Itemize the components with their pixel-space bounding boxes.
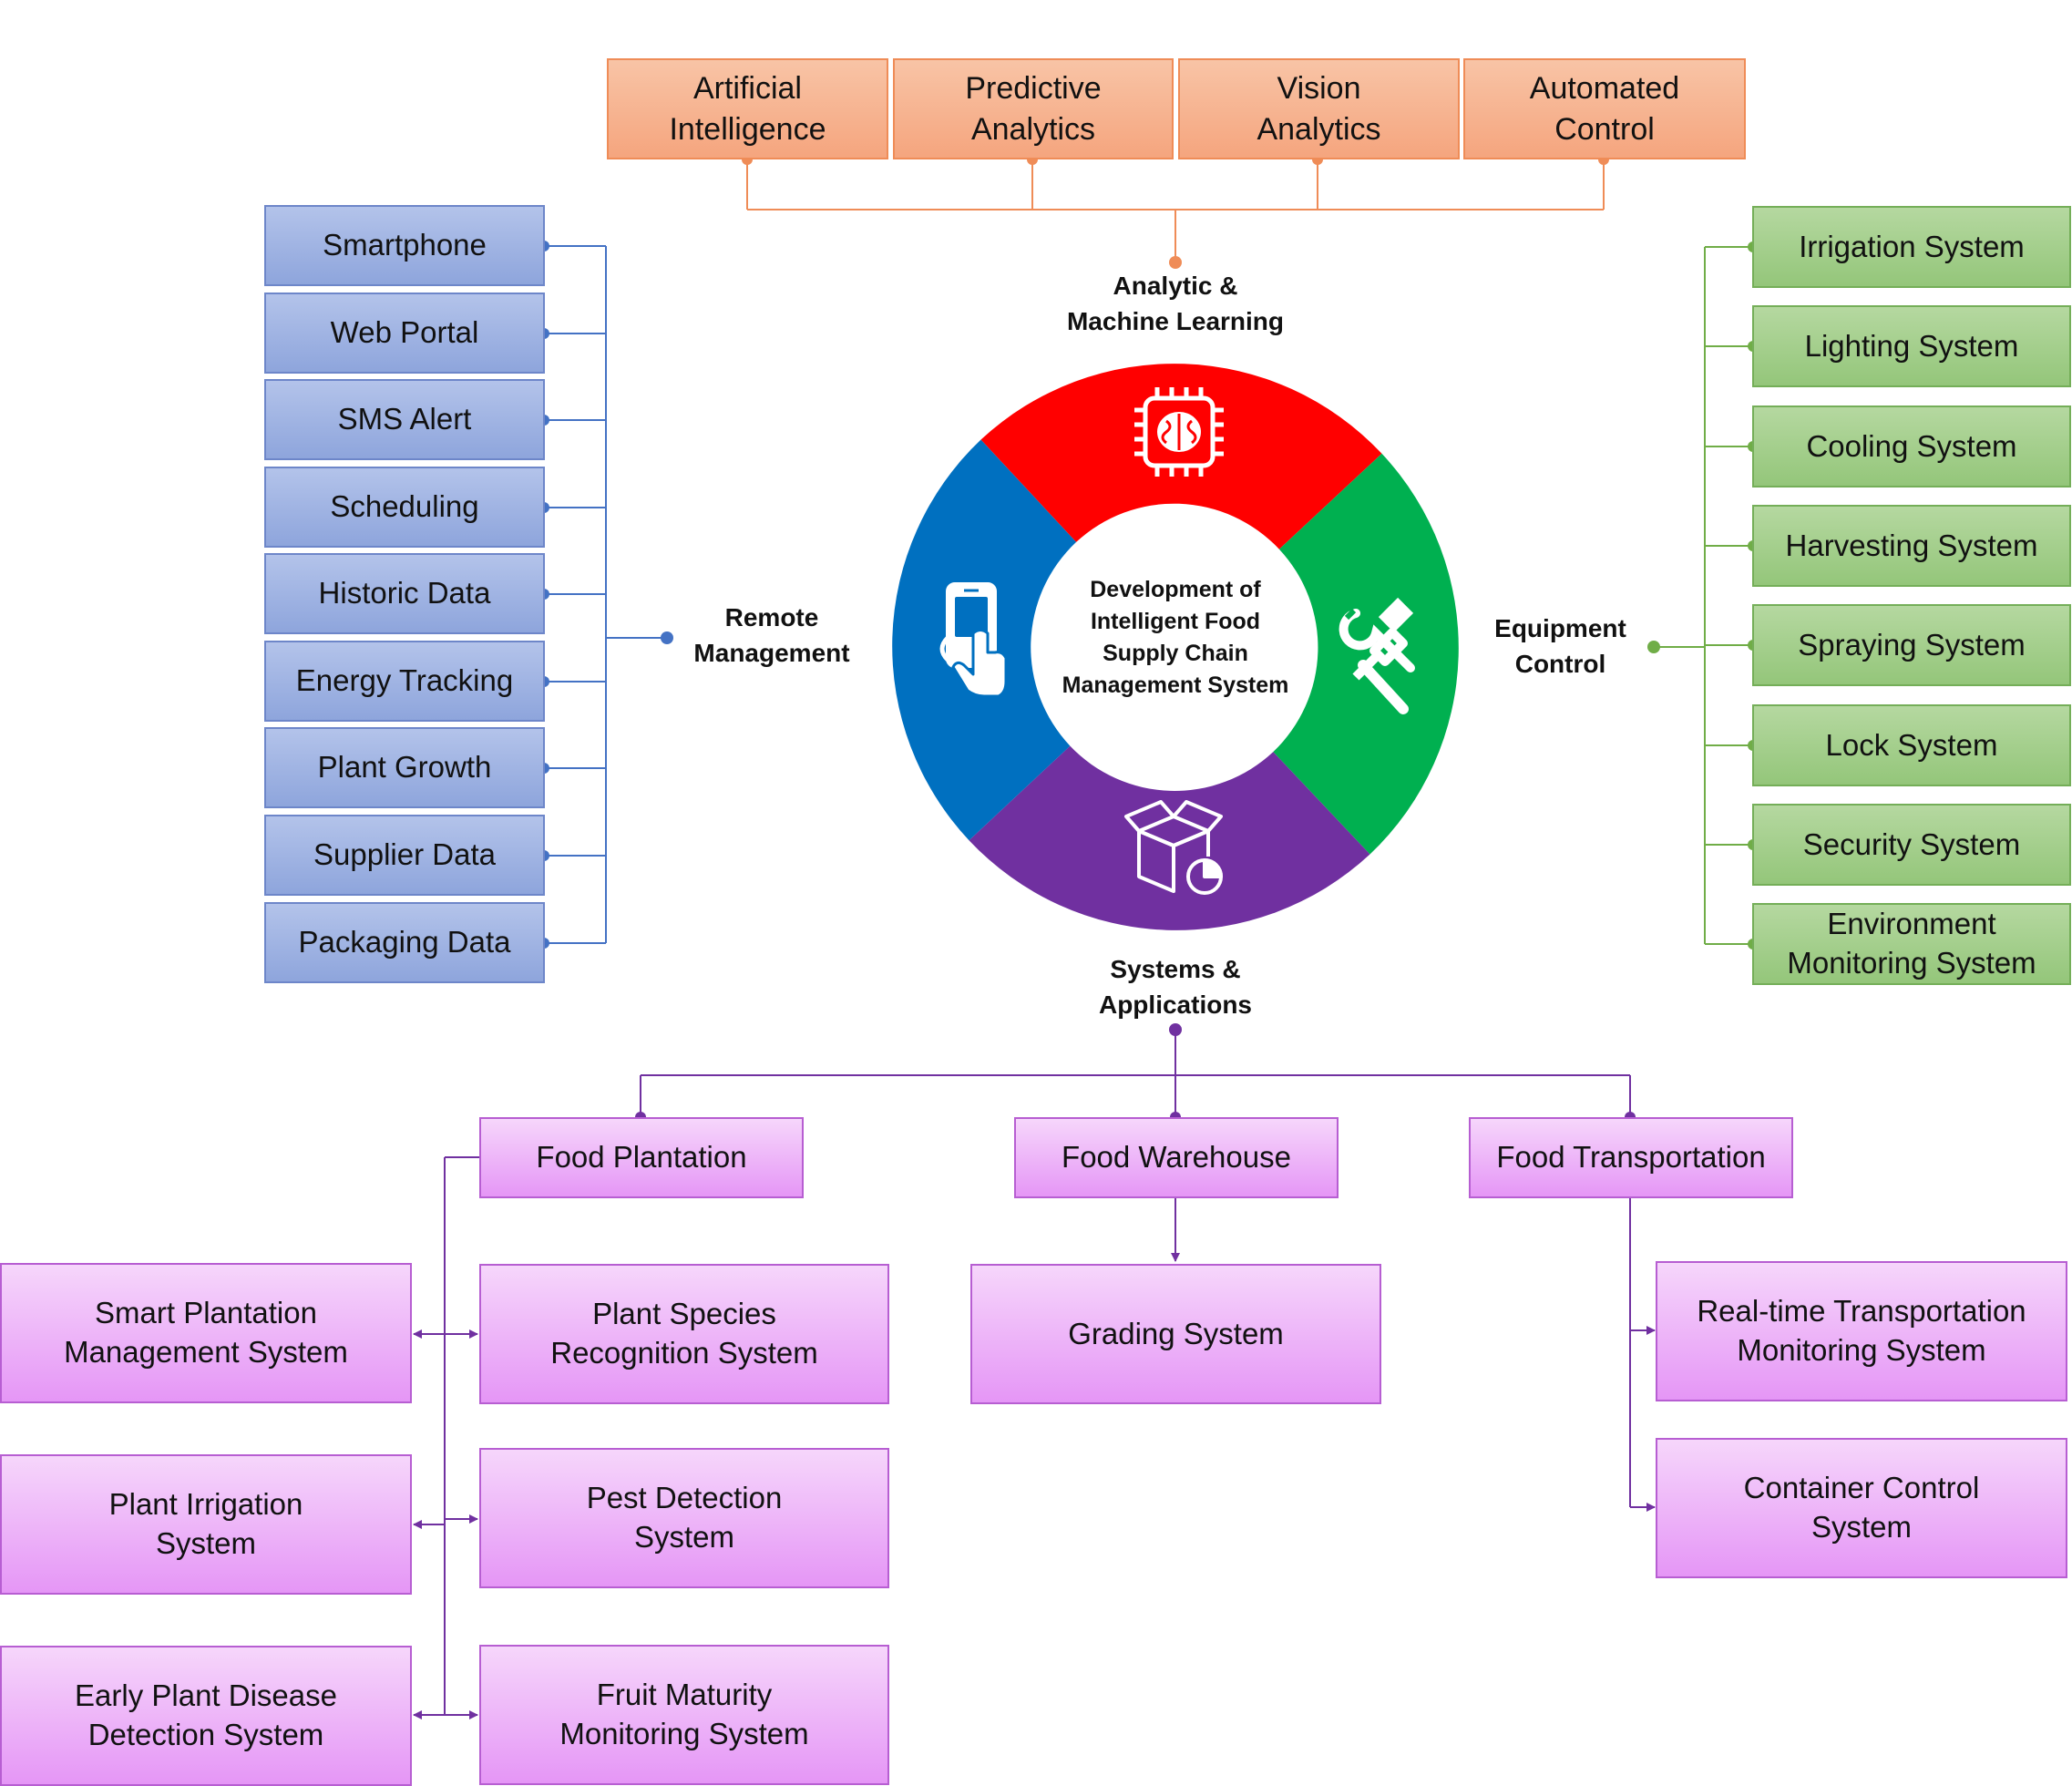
analytics-connectors [746,159,1605,262]
header-equipment: Equipment Control [1494,614,1626,679]
equipment-item: Spraying System [1752,604,2071,686]
analytics-item: Vision Analytics [1178,58,1460,159]
warehouse-item: Grading System [970,1264,1381,1404]
remote-item: Historic Data [264,553,545,634]
plantation-right-item: Pest Detection System [479,1448,889,1588]
ring-segment-systems [969,745,1370,930]
ring-segment-equipment [1273,453,1459,855]
ring-center [1033,505,1318,789]
remote-item: Smartphone [264,205,545,286]
transportation-item: Container Control System [1656,1438,2067,1578]
header-remote: Remote Management [693,603,850,668]
plantation-left-item: Smart Plantation Management System [0,1263,412,1403]
remote-item: Scheduling [264,467,545,548]
equipment-dots [1647,241,1759,949]
remote-item: Supplier Data [264,815,545,896]
remote-item: Web Portal [264,293,545,374]
plantation-left-item: Plant Irrigation System [0,1454,412,1595]
remote-item: Packaging Data [264,902,545,983]
ring [892,364,1459,930]
equipment-item: Lighting System [1752,305,2071,387]
remote-connectors [544,245,667,944]
equipment-item: Irrigation System [1752,206,2071,288]
analytics-item: Artificial Intelligence [607,58,888,159]
remote-item: Plant Growth [264,727,545,808]
food-warehouse-box: Food Warehouse [1014,1117,1339,1198]
systems-connectors [413,1030,1656,1719]
transportation-item: Real-time Transportation Monitoring Syst… [1656,1261,2067,1401]
box-chart-icon [1124,800,1223,895]
brain-chip-icon [1134,387,1224,477]
analytics-item: Predictive Analytics [893,58,1174,159]
ring-segment-analytics [980,364,1382,549]
systems-dots [635,1023,1636,1123]
plantation-left-item: Early Plant Disease Detection System [0,1646,412,1786]
equipment-item: Environment Monitoring System [1752,903,2071,985]
equipment-item: Harvesting System [1752,505,2071,587]
header-analytics: Analytic & Machine Learning [1066,272,1285,336]
center-title: Development of Intelligent Food Supply C… [1062,577,1289,698]
food-plantation-box: Food Plantation [479,1117,804,1198]
remote-item: SMS Alert [264,379,545,460]
hand-phone-icon [939,582,1008,698]
analytics-item: Automated Control [1463,58,1746,159]
food-transportation-box: Food Transportation [1469,1117,1793,1198]
equipment-item: Lock System [1752,704,2071,786]
plantation-right-item: Plant Species Recognition System [479,1264,889,1404]
header-systems: Systems & Applications [1098,955,1252,1020]
remote-item: Energy Tracking [264,641,545,722]
equipment-connectors [1654,246,1753,945]
wrench-hammer-icon [1339,597,1415,714]
plantation-right-item: Fruit Maturity Monitoring System [479,1645,889,1785]
equipment-item: Cooling System [1752,405,2071,488]
equipment-item: Security System [1752,804,2071,886]
